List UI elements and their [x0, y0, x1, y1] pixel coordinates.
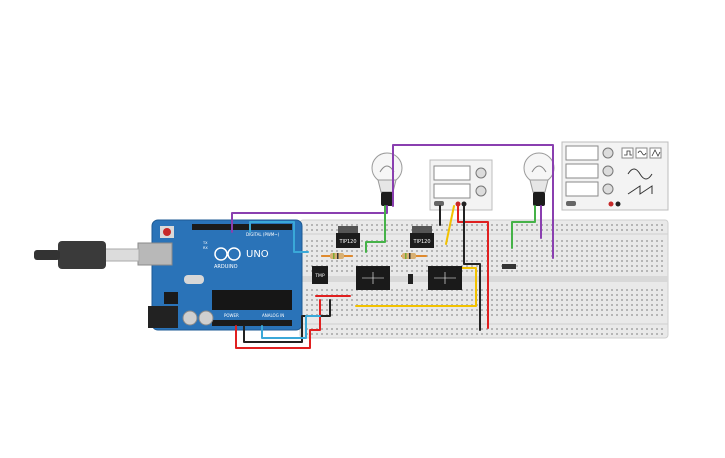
analog-in-label: ANALOG IN	[262, 313, 284, 318]
diode-2[interactable]	[502, 264, 516, 269]
amplitude-knob[interactable]	[602, 165, 614, 177]
offset-display	[565, 181, 599, 197]
ic-chip-1[interactable]	[356, 266, 390, 290]
transistor-2[interactable]: TIP120	[410, 226, 434, 248]
arduino-model-text: UNO	[246, 249, 269, 260]
current-display	[433, 183, 471, 199]
sine-wave-button[interactable]	[635, 147, 648, 159]
usb-port	[137, 242, 173, 266]
rx-label: RX	[203, 246, 208, 250]
positive-terminal	[455, 201, 461, 207]
current-knob[interactable]	[475, 185, 487, 197]
transistor-1[interactable]: TIP120	[336, 226, 360, 248]
diode[interactable]	[408, 274, 413, 284]
resistor-1[interactable]	[330, 253, 344, 259]
tx-label: TX	[202, 241, 208, 245]
arduino-uno[interactable]: ARDUINO UNO DIGITAL (PWM~) POWER ANALOG …	[137, 219, 303, 331]
offset-knob[interactable]	[602, 183, 614, 195]
square-wave-button[interactable]	[621, 147, 634, 159]
dc-power-supply[interactable]	[429, 159, 493, 211]
negative-terminal	[461, 201, 467, 207]
frequency-knob[interactable]	[602, 147, 614, 159]
function-generator[interactable]	[561, 141, 669, 211]
transistor-2-label: TIP120	[412, 239, 430, 245]
temperature-sensor[interactable]: TMP	[312, 266, 328, 284]
temperature-sensor-label: TMP	[314, 273, 325, 279]
sawtooth-waveform-icon	[627, 185, 653, 195]
atmega-chip	[212, 290, 292, 310]
arduino-brand-text: ARDUINO	[214, 264, 238, 270]
wires[interactable]	[231, 144, 554, 349]
usb-cable[interactable]	[34, 241, 140, 269]
sine-waveform-icon	[627, 168, 653, 180]
reset-button[interactable]	[163, 228, 171, 236]
digital-pwm-label: DIGITAL (PWM~)	[246, 232, 280, 237]
light-bulb-1[interactable]	[371, 152, 403, 206]
voltage-knob[interactable]	[475, 167, 487, 179]
power-jack	[148, 306, 178, 328]
fg-power-switch[interactable]	[566, 201, 576, 206]
amplitude-display	[565, 163, 599, 179]
resistor-2[interactable]	[402, 253, 416, 259]
voltage-display	[433, 165, 471, 181]
frequency-display	[565, 145, 599, 161]
power-switch[interactable]	[434, 201, 444, 206]
triangle-wave-button[interactable]	[649, 147, 662, 159]
arduino-logo	[214, 247, 241, 261]
power-label: POWER	[224, 313, 239, 318]
ic-chip-2[interactable]	[428, 266, 462, 290]
light-bulb-2[interactable]	[523, 152, 555, 206]
transistor-1-label: TIP120	[338, 239, 356, 245]
